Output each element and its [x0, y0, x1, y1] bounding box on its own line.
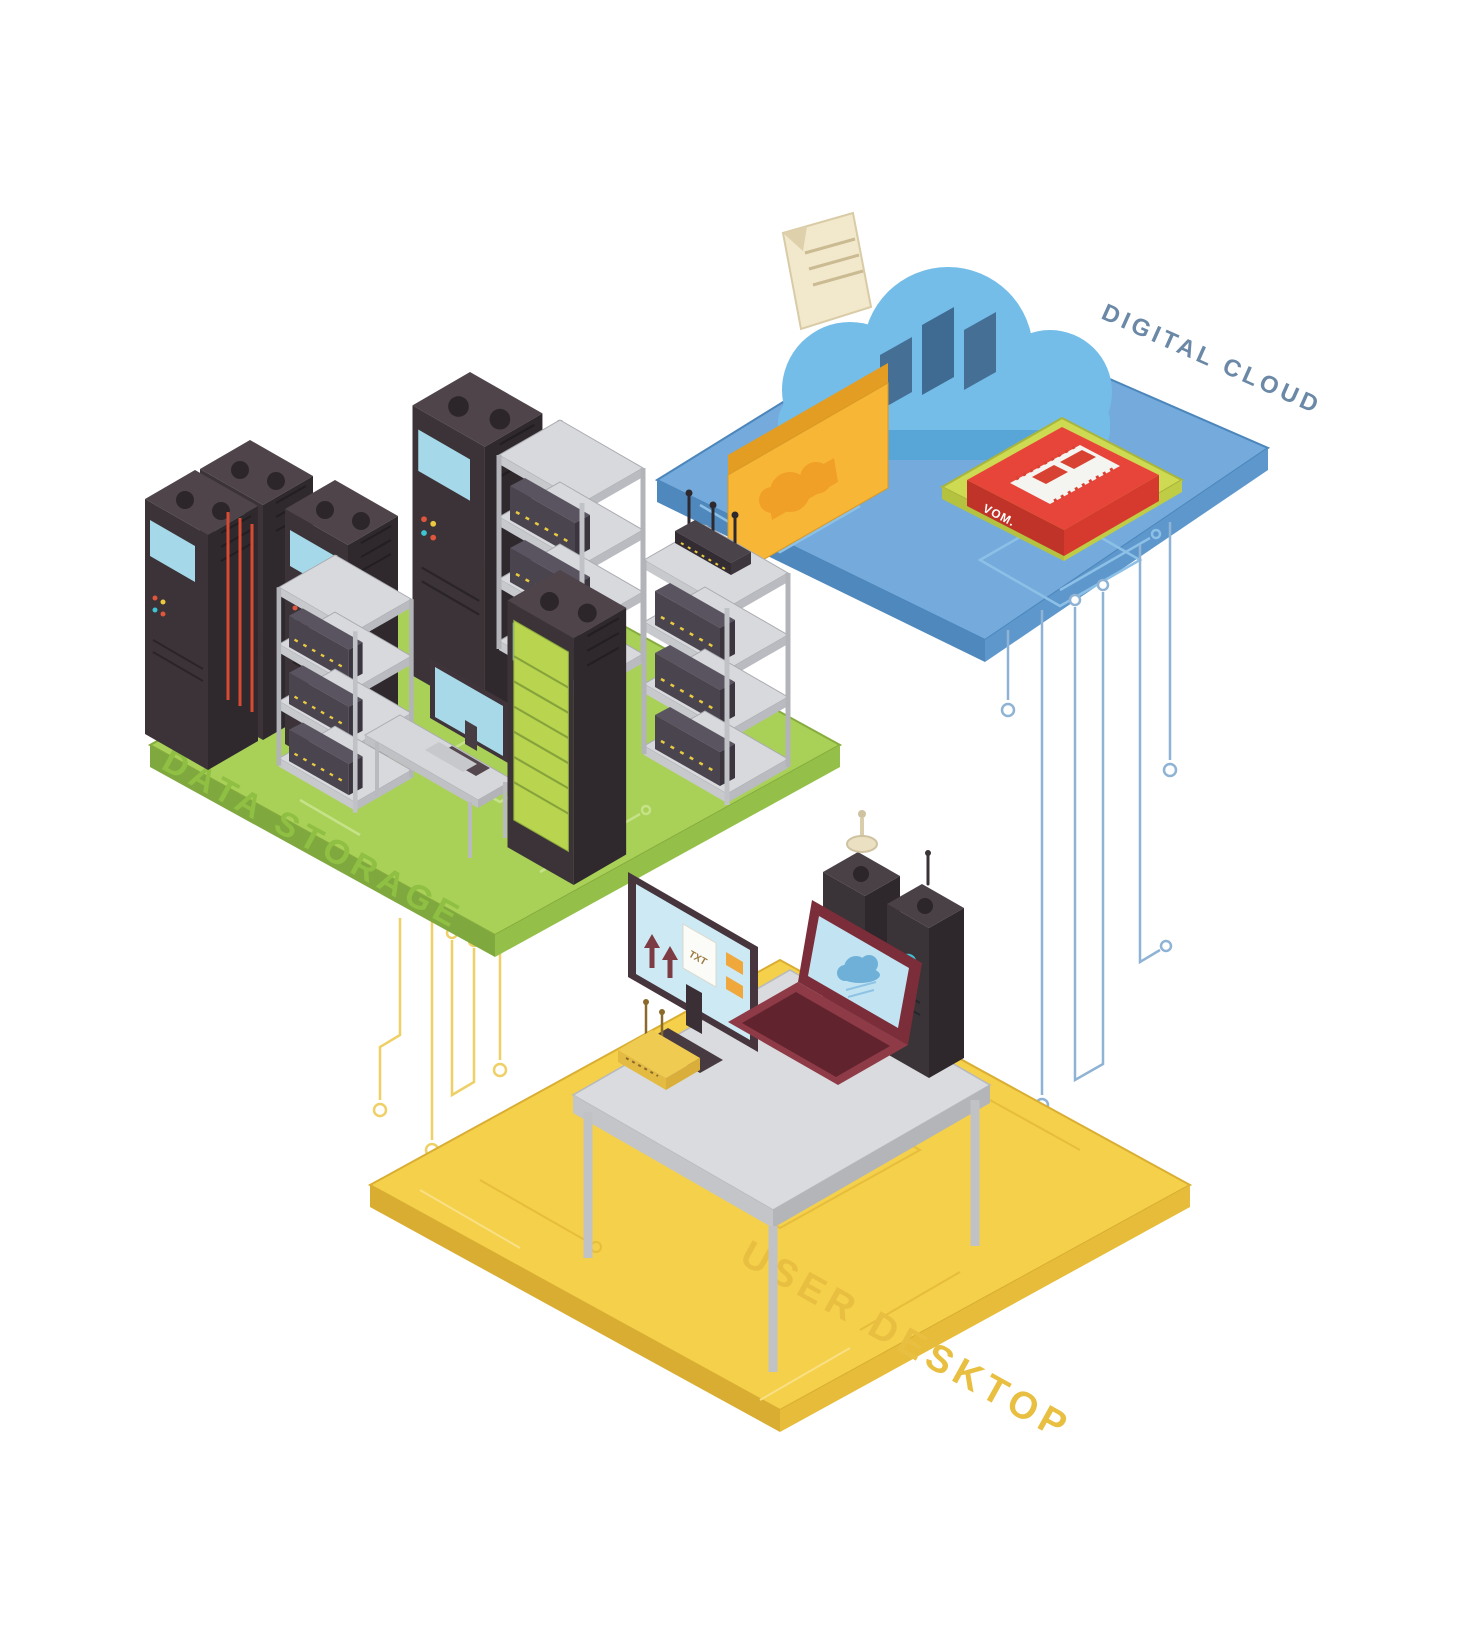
keyboard [425, 742, 477, 772]
rack-with-router [644, 489, 788, 806]
server-rack [644, 525, 788, 805]
circuit-traces-right [1000, 522, 1178, 1113]
screen-folder-icon [726, 976, 743, 999]
document-icon [781, 211, 873, 331]
router-icon [618, 999, 700, 1090]
data-storage-platform: DATA STORAGE [144, 370, 843, 957]
wifi-antenna-icon [846, 810, 931, 886]
laptop-icon [728, 900, 922, 1085]
screen-document-icon [682, 923, 717, 988]
storage-workstation [363, 658, 515, 858]
folder-icon [727, 363, 889, 581]
screen-folder-icon [726, 952, 743, 975]
cable-bundle [226, 512, 254, 712]
server-cabinet-front [506, 568, 628, 887]
rack-router [675, 489, 751, 575]
film-chip-icon: VOM. [939, 416, 1185, 561]
laptop-cloud-icon [837, 955, 880, 983]
